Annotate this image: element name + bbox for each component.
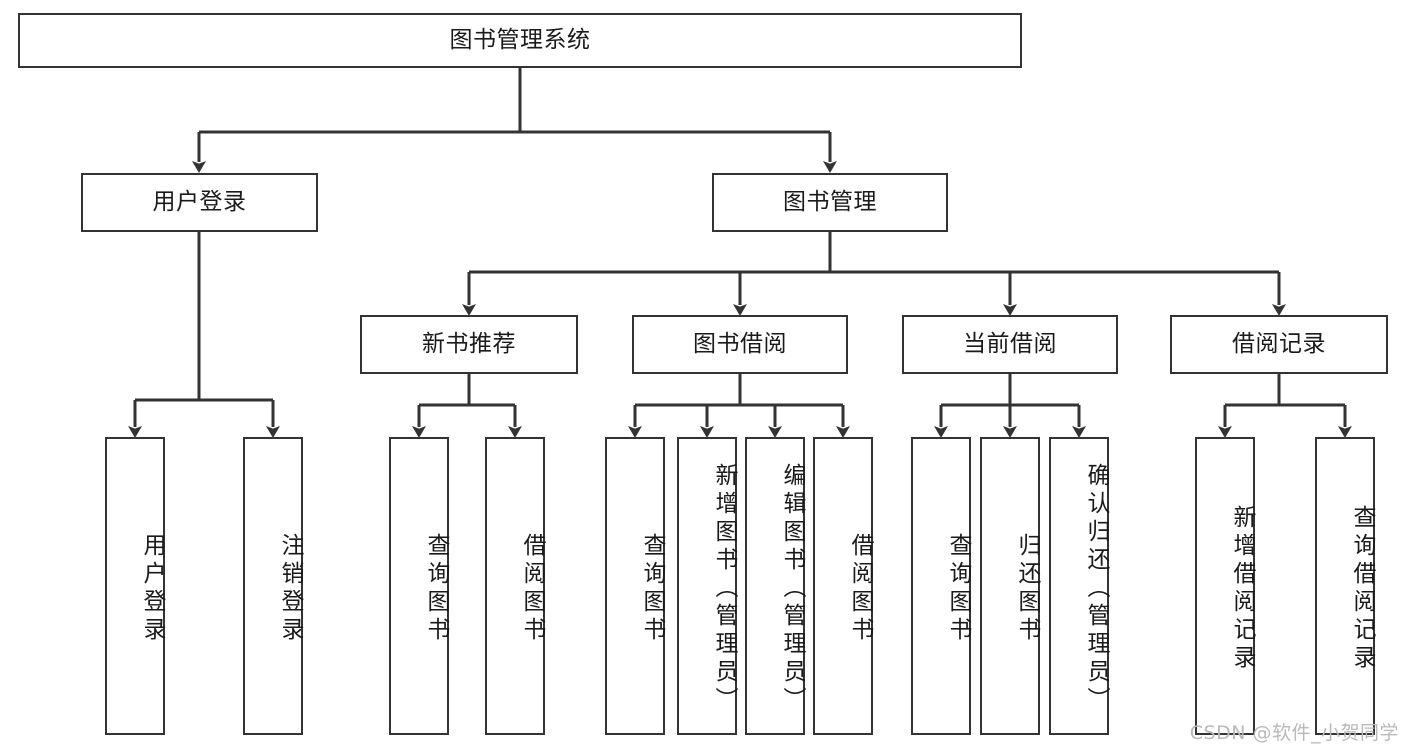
node-label: 借阅图书 [519,533,545,645]
node-label: 借阅图书 [847,533,873,645]
node-new-book-recommend[interactable]: 新书推荐 [360,315,578,374]
leaf-newbook-borrow-book[interactable]: 借阅图书 [485,437,545,735]
node-label: 编辑图书（管理员） [779,463,805,715]
node-label: 图书管理 [783,188,877,215]
node-book-management[interactable]: 图书管理 [712,173,948,232]
leaf-current-query-book[interactable]: 查询图书 [911,437,971,735]
node-label: 图书管理系统 [449,26,591,53]
node-root-system[interactable]: 图书管理系统 [18,13,1022,68]
node-label: 新书推荐 [422,330,516,357]
node-label: 新增借阅记录 [1229,505,1255,673]
node-label: 归还图书 [1014,533,1040,645]
node-label: 借阅记录 [1232,330,1326,357]
node-label: 确认归还（管理员） [1083,463,1109,715]
leaf-record-add-record[interactable]: 新增借阅记录 [1195,437,1255,735]
node-label: 注销登录 [277,533,303,645]
leaf-current-confirm-return-admin[interactable]: 确认归还（管理员） [1049,437,1109,735]
node-label: 用户登录 [152,188,247,215]
node-label: 查询图书 [639,533,665,645]
node-borrow-record[interactable]: 借阅记录 [1170,315,1388,374]
leaf-user-logout[interactable]: 注销登录 [243,437,303,735]
node-label: 图书借阅 [693,330,787,357]
leaf-user-login[interactable]: 用户登录 [105,437,165,735]
node-label: 查询图书 [945,533,971,645]
node-label: 当前借阅 [963,330,1057,357]
leaf-borrow-add-book-admin[interactable]: 新增图书（管理员） [677,437,737,735]
leaf-record-query-record[interactable]: 查询借阅记录 [1315,437,1375,735]
leaf-borrow-query-book[interactable]: 查询图书 [605,437,665,735]
node-label: 新增图书（管理员） [711,463,737,715]
node-user-login[interactable]: 用户登录 [81,173,318,232]
leaf-current-return-book[interactable]: 归还图书 [980,437,1040,735]
node-label: 用户登录 [139,533,165,645]
node-label: 查询图书 [423,533,449,645]
leaf-borrow-borrow-book[interactable]: 借阅图书 [813,437,873,735]
node-label: 查询借阅记录 [1349,505,1375,673]
node-current-borrow[interactable]: 当前借阅 [902,315,1118,374]
leaf-newbook-query-book[interactable]: 查询图书 [389,437,449,735]
leaf-borrow-edit-book-admin[interactable]: 编辑图书（管理员） [745,437,805,735]
node-book-borrow[interactable]: 图书借阅 [632,315,848,374]
